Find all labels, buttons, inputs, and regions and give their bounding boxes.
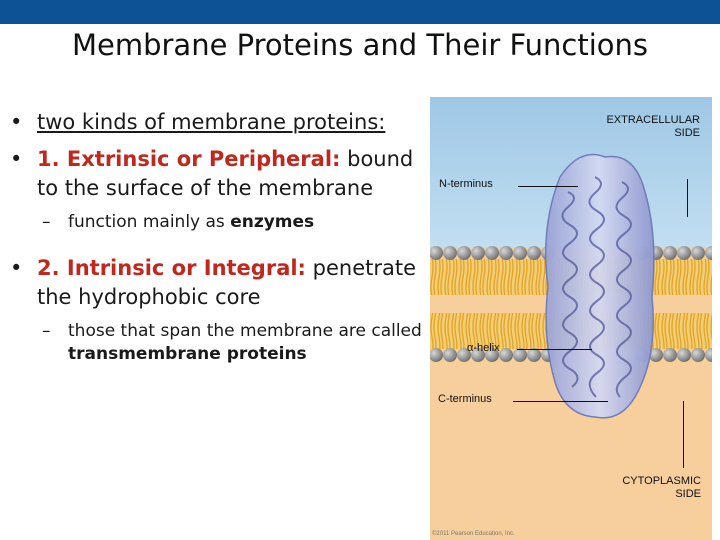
bullet-dot-icon: •: [10, 110, 23, 134]
bullet-text: two kinds of membrane proteins:: [37, 110, 386, 134]
bullet-label-intrinsic: 2. Intrinsic or Integral:: [37, 256, 306, 280]
transmembrane-protein-figure: EXTRACELLULAR SIDE N-terminus α-helix C-…: [430, 97, 712, 540]
bullet-item: • 2. Intrinsic or Integral: penetrate th…: [10, 254, 430, 312]
cytoplasmic-leader-line: [683, 401, 684, 468]
bullet-text: bound to the surface of the membrane: [37, 147, 414, 200]
c-terminus-leader-line: [513, 401, 608, 402]
extracellular-side-label: EXTRACELLULAR SIDE: [606, 114, 700, 139]
top-accent-bar: [0, 0, 720, 24]
n-terminus-leader-line: [518, 186, 578, 187]
c-terminus-label: C-terminus: [438, 393, 492, 405]
sub-bullet-item: – function mainly as enzymes: [10, 211, 430, 234]
sub-bullet-text: function mainly as: [68, 212, 231, 232]
sub-bullet-item: – those that span the membrane are calle…: [10, 320, 430, 366]
dash-icon: –: [42, 321, 51, 341]
sub-bullet-bold: transmembrane proteins: [68, 344, 307, 364]
transmembrane-protein: [544, 153, 655, 419]
bullet-dot-icon: •: [10, 147, 23, 171]
dash-icon: –: [42, 212, 51, 232]
slide-title: Membrane Proteins and Their Functions: [71, 28, 648, 62]
bullet-label-extrinsic: 1. Extrinsic or Peripheral:: [37, 147, 341, 171]
alpha-helix-label: α-helix: [467, 342, 500, 354]
bullet-dot-icon: •: [10, 256, 23, 280]
alpha-helix-leader-line: [517, 349, 592, 350]
n-terminus-label: N-terminus: [439, 178, 493, 190]
copyright-text: ©2011 Pearson Education, Inc.: [432, 531, 515, 537]
bullet-list: • two kinds of membrane proteins: • 1. E…: [10, 108, 430, 386]
extracellular-leader-line: [687, 179, 688, 217]
cytoplasmic-side-label: CYTOPLASMIC SIDE: [622, 475, 701, 500]
bullet-text: penetrate the hydrophobic core: [37, 256, 417, 309]
bullet-item: • 1. Extrinsic or Peripheral: bound to t…: [10, 145, 430, 203]
sub-bullet-text: those that span the membrane are called: [68, 321, 422, 341]
sub-bullet-bold: enzymes: [230, 212, 315, 232]
bullet-item: • two kinds of membrane proteins:: [10, 108, 430, 137]
membrane-illustration: [430, 97, 712, 540]
